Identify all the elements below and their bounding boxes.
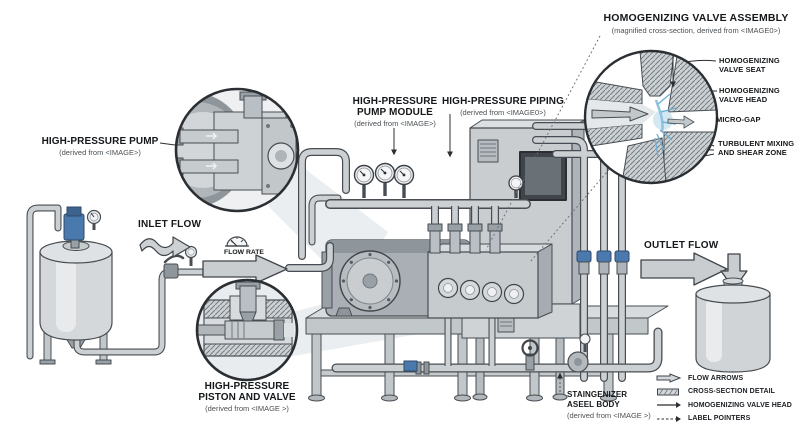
feed-tank [26,204,207,365]
callout-subtitle: (derived from <IMAGE>) [59,148,141,158]
callout-piston-valve: HIGH-PRESSURE PISTON AND VALVE (derived … [187,381,307,413]
legend-row: FLOW ARROWS [656,373,792,383]
callout-title: TURBULENT MIXING AND SHEAR ZONE [718,139,795,157]
callout-valve-head: HOMOGENIZING VALVE HEAD [719,86,799,104]
legend-row: HOMOGENIZING VALVE HEAD [656,400,792,410]
callout-subtitle: (magnified cross-section, derived from <… [611,25,781,35]
callout-title: HIGH-PRESSURE PUMP MODULE [352,96,438,119]
callout-title: HIGH-PRESSURE PISTON AND VALVE [198,381,296,404]
flow-arrow-icon [656,373,682,383]
legend: FLOW ARROWS CROSS-SECTION DETAIL HOMOGEN… [656,373,792,427]
magnifier-pump-detail [174,87,300,213]
callout-valve-seat: HOMOGENIZING VALVE SEAT [719,56,799,74]
callout-title: HOMOGENIZING VALVE ASSEMBLY [603,12,789,24]
inlet-wavy-arrow [139,236,191,258]
callout-title: HIGH-PRESSURE PUMP [41,136,159,147]
flow-symbols [139,236,748,290]
callout-body: STAINGENIZER ASEEL BODY (derived from <I… [567,390,651,420]
inlet-flow-label: INLET FLOW [138,219,202,230]
callout-subtitle: (derived from <IMAGE>) [354,119,436,129]
callout-hp-pump-module: HIGH-PRESSURE PUMP MODULE (derived from … [345,96,445,128]
legend-row: LABEL POINTERS [656,414,792,424]
legend-label: HOMOGENIZING VALVE HEAD [688,401,792,409]
callout-title: STAINGENIZER ASEEL BODY [567,390,628,409]
cabinet-screen [525,157,561,195]
callout-hp-pump: HIGH-PRESSURE PUMP (derived from <IMAGE>… [30,136,170,157]
dashed-pointer-icon [657,415,681,422]
legend-label: FLOW ARROWS [688,374,744,382]
handwheel-valve [521,339,539,357]
magnifier-piston-valve [195,278,299,382]
callout-subtitle: (derived from <IMAGE >) [567,411,651,420]
callout-hp-piping: HIGH-PRESSURE PIPING (derived from <IMAG… [428,96,578,117]
pressure-gauges [353,162,524,191]
collection-tank [695,277,771,373]
cross-section-swatch-icon [657,388,679,395]
callout-title: MICRO-GAP [716,115,761,124]
callout-subtitle: (derived from <IMAGE0>) [460,108,546,118]
top-piping [285,148,531,272]
legend-label: LABEL POINTERS [688,415,751,422]
callout-micro-gap: MICRO-GAP [716,115,796,124]
callout-title: HIGH-PRESSURE PIPING [441,96,565,107]
flow-rate-gauge-icon [225,236,249,247]
solid-pointer-icon [657,402,681,408]
callout-title: HOMOGENIZING VALVE HEAD [719,86,780,104]
callout-title: HOMOGENIZING VALVE SEAT [719,56,780,74]
magnifier-links [485,35,613,263]
outlet-arrow [640,252,728,286]
legend-row: CROSS-SECTION DETAIL [656,387,792,397]
callout-turbulent-zone: TURBULENT MIXING AND SHEAR ZONE [718,139,800,157]
flow-rate-arrow [202,254,288,284]
magnifier-valve-assembly [583,49,719,185]
plunger-block [427,243,553,319]
bottom-piping [331,318,663,375]
callout-valve-assembly: HOMOGENIZING VALVE ASSEMBLY (magnified c… [596,12,796,35]
callout-subtitle: (derived from <IMAGE >) [205,404,289,414]
outlet-flow-label: OUTLET FLOW [644,240,719,251]
legend-label: CROSS-SECTION DETAIL [688,388,776,395]
valve-actuators [576,250,630,275]
sight-ports [437,277,525,305]
blue-drain-valve [403,360,418,372]
flow-rate-label: FLOW RATE [224,249,264,256]
